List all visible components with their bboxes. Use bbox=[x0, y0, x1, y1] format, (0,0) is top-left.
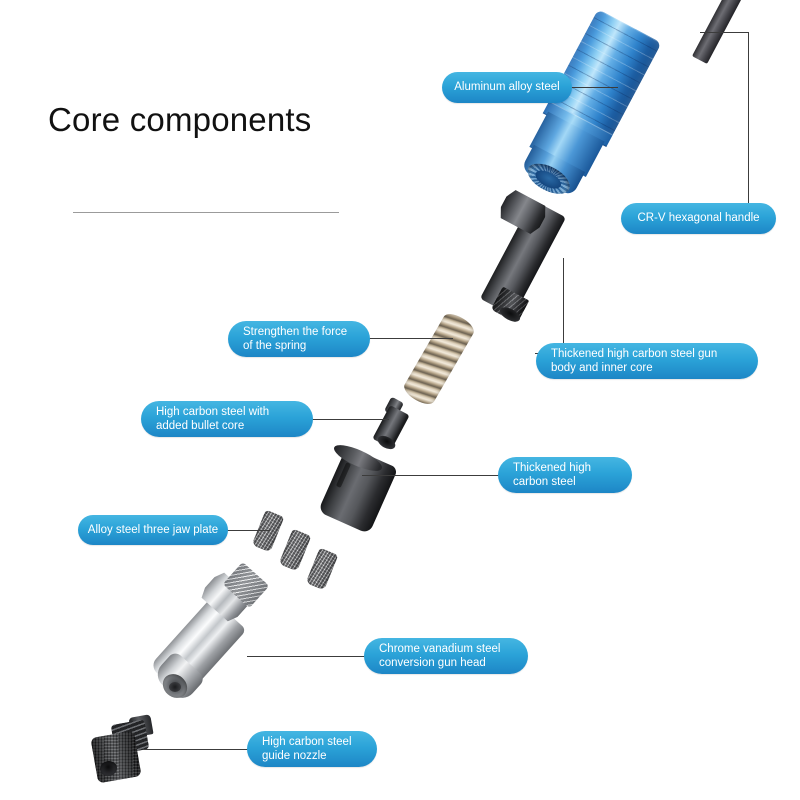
leader-line-guide-nozzle bbox=[143, 749, 249, 750]
jaw-plate bbox=[251, 509, 285, 553]
title-divider bbox=[73, 212, 339, 213]
leader-line-bullet-core bbox=[311, 419, 389, 420]
leader-line-aluminum-alloy-steel bbox=[570, 87, 618, 88]
callout-line: Aluminum alloy steel bbox=[454, 81, 560, 94]
leader-line-spring bbox=[369, 338, 453, 339]
jaw-plate bbox=[278, 528, 312, 572]
callout-thickened-carbon-steel[interactable]: Thickened high carbon steel bbox=[498, 457, 632, 493]
gun-head-bore-inner bbox=[169, 682, 181, 692]
callout-line: Chrome vanadium steel bbox=[379, 642, 501, 655]
callout-line: CR-V hexagonal handle bbox=[637, 212, 760, 225]
callout-guide-nozzle[interactable]: High carbon steel guide nozzle bbox=[247, 731, 377, 767]
leader-line-thickened-carbon-steel bbox=[362, 475, 500, 476]
callout-aluminum-alloy-steel[interactable]: Aluminum alloy steel bbox=[442, 72, 572, 103]
steel-sleeve bbox=[317, 440, 428, 546]
spring bbox=[400, 309, 510, 409]
callout-line: carbon steel bbox=[513, 476, 576, 488]
callout-line: conversion gun head bbox=[379, 657, 486, 669]
leader-line-gun-body-vertical bbox=[563, 258, 564, 353]
callout-line: Alloy steel three jaw plate bbox=[87, 523, 219, 536]
callout-line: High carbon steel bbox=[262, 735, 352, 748]
callout-line: of the spring bbox=[243, 340, 307, 352]
leader-line-crv-handle-horizontal bbox=[700, 32, 749, 33]
callout-line: Strengthen the force bbox=[243, 325, 348, 338]
callout-line: Thickened high bbox=[513, 461, 591, 474]
callout-line: High carbon steel with bbox=[156, 405, 270, 418]
callout-bullet-core[interactable]: High carbon steel with added bullet core bbox=[141, 401, 313, 437]
callout-crv-hexagonal-handle[interactable]: CR-V hexagonal handle bbox=[621, 203, 776, 234]
steel-gun-body bbox=[478, 196, 588, 326]
nozzle-knurled-body bbox=[90, 730, 142, 784]
spring-coil bbox=[400, 309, 478, 409]
callout-conversion-gun-head[interactable]: Chrome vanadium steel conversion gun hea… bbox=[364, 638, 528, 674]
callout-gun-body-inner-core[interactable]: Thickened high carbon steel gun body and… bbox=[536, 343, 758, 379]
chrome-gun-head bbox=[149, 561, 332, 704]
callout-line: guide nozzle bbox=[262, 750, 327, 762]
callout-three-jaw-plate[interactable]: Alloy steel three jaw plate bbox=[78, 515, 228, 545]
leader-line-conversion-gun-head bbox=[247, 656, 366, 657]
callout-line: body and inner core bbox=[551, 362, 653, 374]
callout-line: added bullet core bbox=[156, 420, 245, 432]
leader-line-crv-handle-vertical bbox=[748, 32, 749, 218]
leader-line-three-jaw-plate bbox=[226, 530, 270, 531]
callout-line: Thickened high carbon steel gun bbox=[551, 347, 718, 360]
guide-nozzle bbox=[86, 714, 196, 794]
page-title: Core components bbox=[48, 101, 312, 138]
callout-strengthen-spring[interactable]: Strengthen the force of the spring bbox=[228, 321, 370, 357]
